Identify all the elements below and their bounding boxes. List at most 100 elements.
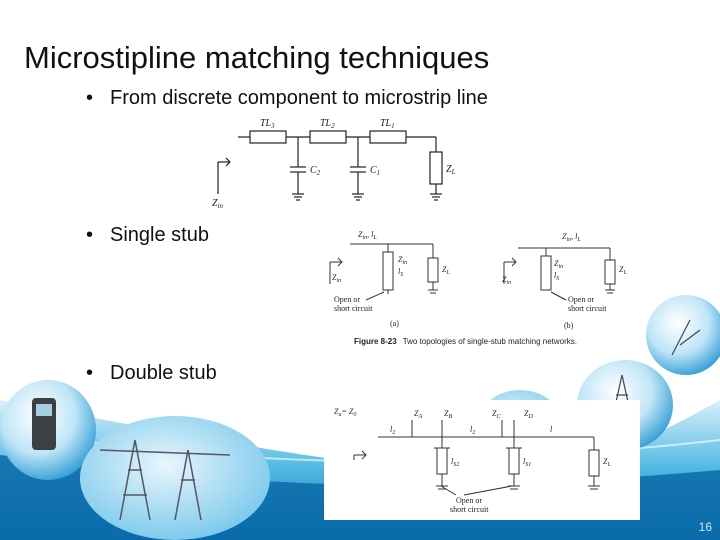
- svg-text:ZD: ZD: [524, 409, 533, 420]
- bullet-text: Double stub: [110, 362, 217, 384]
- svg-text:ZC: ZC: [492, 409, 501, 420]
- zb-sub: B: [448, 414, 452, 420]
- page-number: 16: [698, 520, 712, 534]
- za-eq: Z: [334, 407, 339, 416]
- panel-a-stub-l-sub: S: [400, 272, 403, 278]
- bullet-discrete: •From discrete component to microstrip l…: [86, 87, 488, 110]
- panel-a-open-1: Open or: [334, 295, 360, 304]
- panel-a-zl-sub: L: [445, 270, 450, 276]
- panel-b-zin-port: Z: [502, 275, 507, 284]
- open-label-1: Open or: [456, 496, 482, 505]
- panel-a-l: l: [371, 230, 374, 239]
- zd-label: Z: [524, 409, 529, 418]
- bullet-text: From discrete component to microstrip li…: [110, 87, 488, 109]
- svg-text:Zin: Zin: [332, 273, 341, 284]
- svg-text:C2: C2: [310, 165, 321, 177]
- zin-label: Z: [212, 198, 218, 209]
- svg-text:l2: l2: [390, 425, 395, 436]
- svg-text:Za= Z0: Za= Z0: [334, 407, 356, 418]
- svg-text:Zin: Zin: [398, 255, 407, 266]
- panel-b-zin: Z: [562, 232, 567, 241]
- double-stub-figure: Za= Z0 ZA ZB ZC ZD l2 l2 l lS2 lS1 ZL Op…: [324, 400, 640, 520]
- ls2-sub: S2: [453, 462, 459, 468]
- svg-text:ZL: ZL: [603, 457, 611, 468]
- za-label: Z: [414, 409, 419, 418]
- svg-text:ZB: ZB: [444, 409, 452, 420]
- caption-text: Two topologies of single-stub matching n…: [403, 337, 577, 346]
- c2-label: C: [310, 165, 317, 176]
- svg-text:TL3: TL3: [260, 118, 275, 130]
- za-eq-rhs: = Z: [341, 407, 353, 416]
- figure-caption: Figure 8-23 Two topologies of single-stub…: [354, 337, 577, 346]
- panel-a-zin-port-sub: in: [336, 278, 341, 284]
- l-label: l: [550, 425, 553, 434]
- za-eq-sub: a: [338, 412, 341, 418]
- single-stub-panel-b: [503, 247, 616, 301]
- bullet-dot: •: [86, 224, 94, 246]
- bullet-dot: •: [86, 362, 94, 384]
- c2-sub: 2: [317, 169, 321, 177]
- svg-text:Zin, lL: Zin, lL: [358, 230, 377, 241]
- tl3-label: TL: [260, 118, 272, 129]
- svg-text:Zin: Zin: [502, 275, 511, 286]
- l2b-label: l: [470, 425, 473, 434]
- panel-b-l: l: [575, 232, 578, 241]
- tl1-sub: 1: [391, 122, 395, 130]
- tl1-label: TL: [380, 118, 392, 129]
- caption-label: Figure 8-23: [354, 337, 397, 346]
- svg-text:Zin: Zin: [554, 259, 563, 270]
- panel-a-zin-sub: in: [362, 235, 367, 241]
- panel-a-stub-l: l: [398, 267, 401, 276]
- tl2-sub: 2: [331, 122, 335, 130]
- c1-sub: 1: [377, 169, 381, 177]
- panel-b-open-1: Open or: [568, 295, 594, 304]
- single-stub-figure: Zin, lL Zin lS ZL Zin Open or short circ…: [318, 222, 640, 352]
- tl2-label: TL: [320, 118, 332, 129]
- zl-sub: L: [451, 168, 456, 176]
- panel-b-stub-z-sub: in: [558, 264, 563, 270]
- svg-text:lS1: lS1: [523, 457, 531, 468]
- svg-text:TL1: TL1: [380, 118, 395, 130]
- bullet-single-stub: • Single stub: [86, 224, 209, 247]
- zin-sub: in: [218, 202, 224, 210]
- panel-a-open-2: short circuit: [334, 304, 373, 313]
- panel-a-zl: Z: [442, 265, 447, 274]
- svg-text:ZL: ZL: [446, 164, 456, 176]
- zc-label: Z: [492, 409, 497, 418]
- panel-b-tag: (b): [564, 321, 574, 330]
- bullet-double-stub: • Double stub: [86, 362, 217, 385]
- panel-b-l-sub: L: [576, 237, 581, 243]
- ls1-sub: S1: [525, 462, 531, 468]
- panel-b-zin-sub: in: [566, 237, 571, 243]
- panel-b-zl: Z: [619, 265, 624, 274]
- panel-a-l-sub: L: [372, 235, 377, 241]
- l2-label: l: [390, 425, 393, 434]
- svg-text:ZL: ZL: [619, 265, 627, 276]
- panel-b-zin-port-sub: in: [506, 280, 511, 286]
- panel-b-zl-sub: L: [622, 270, 627, 276]
- discrete-circuit-figure: TL3 TL2 TL1 C2 C1 ZL Zin: [208, 112, 468, 212]
- bullet-text: Single stub: [110, 224, 209, 246]
- single-stub-panel-a: [329, 243, 439, 301]
- svg-text:TL2: TL2: [320, 118, 335, 130]
- svg-text:lS: lS: [554, 271, 559, 282]
- zl-label: Z: [446, 164, 452, 175]
- ls1-label: l: [523, 457, 526, 466]
- panel-a-zin: Z: [358, 230, 363, 239]
- slide-title: Microstipline matching techniques: [24, 40, 490, 75]
- panel-b-stub-l-sub: S: [556, 276, 559, 282]
- svg-text:Zin: Zin: [212, 198, 224, 210]
- transmission-tower-icon: [99, 439, 231, 521]
- panel-b-stub-l: l: [554, 271, 557, 280]
- svg-text:C1: C1: [370, 165, 380, 177]
- panel-a-stub-z: Z: [398, 255, 403, 264]
- panel-a-stub-z-sub: in: [402, 260, 407, 266]
- panel-a-tag: (a): [390, 319, 399, 328]
- zl-label: Z: [603, 457, 608, 466]
- panel-a-zin-port: Z: [332, 273, 337, 282]
- zc-sub: C: [496, 414, 501, 420]
- svg-text:Zin, lL: Zin, lL: [562, 232, 581, 243]
- ls2-label: l: [451, 457, 454, 466]
- za-sub: A: [417, 414, 422, 420]
